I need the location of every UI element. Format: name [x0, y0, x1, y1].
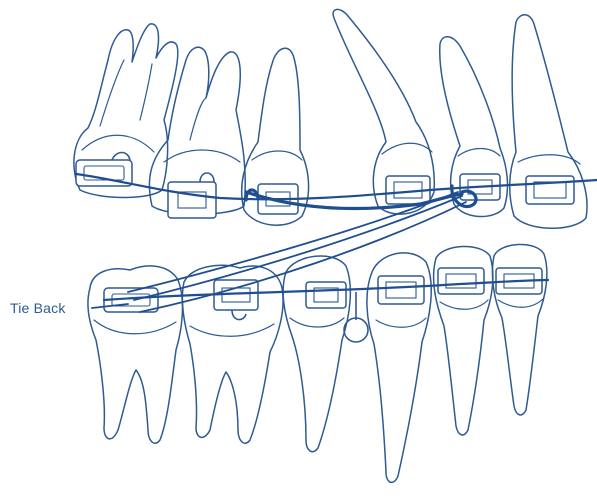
- upper-arch: [74, 9, 587, 228]
- lower-loop-eye: [344, 318, 368, 342]
- lower-lateral-bracket: [438, 268, 484, 294]
- upper-central-bracket: [526, 176, 574, 204]
- lower-premolar-1-bracket: [306, 282, 346, 308]
- upper-molar-hook: [112, 153, 130, 161]
- tie-back-label: Tie Back: [10, 300, 66, 316]
- upper-archwire: [76, 174, 597, 199]
- upper-premolar-2-bracket: [168, 182, 216, 218]
- lower-brackets: [104, 268, 542, 320]
- lower-canine-bracket: [378, 276, 424, 304]
